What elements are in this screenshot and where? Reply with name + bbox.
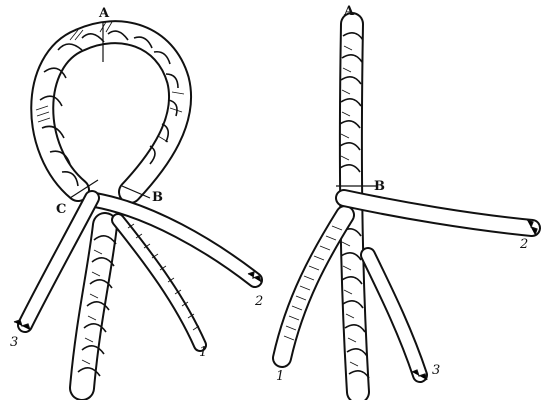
right-label-3: 3 [432, 363, 440, 378]
right-strand-1 [272, 205, 355, 368]
left-mark-b [121, 185, 151, 199]
right-strand-2 [335, 189, 541, 237]
right-label-b: B [374, 179, 385, 194]
right-label-2: 2 [519, 237, 528, 252]
left-label-a: A [98, 6, 110, 21]
left-label-3: 3 [10, 335, 18, 350]
left-strand-2 [87, 192, 263, 288]
left-strand-3 [13, 190, 100, 333]
right-figure: A B 1 2 3 [272, 4, 541, 400]
left-label-2: 2 [254, 294, 263, 309]
right-strand-3 [360, 247, 428, 383]
left-label-c: C [56, 202, 66, 217]
left-label-b: B [152, 190, 163, 205]
left-rope-loop [30, 20, 192, 204]
left-rope-standing-part [69, 212, 118, 400]
left-figure: A B C 1 2 3 [10, 6, 263, 400]
left-mark-c [69, 179, 99, 199]
left-strand-1 [111, 213, 207, 352]
left-label-1: 1 [199, 345, 207, 360]
right-label-a: A [343, 4, 355, 19]
right-label-1: 1 [276, 369, 284, 384]
